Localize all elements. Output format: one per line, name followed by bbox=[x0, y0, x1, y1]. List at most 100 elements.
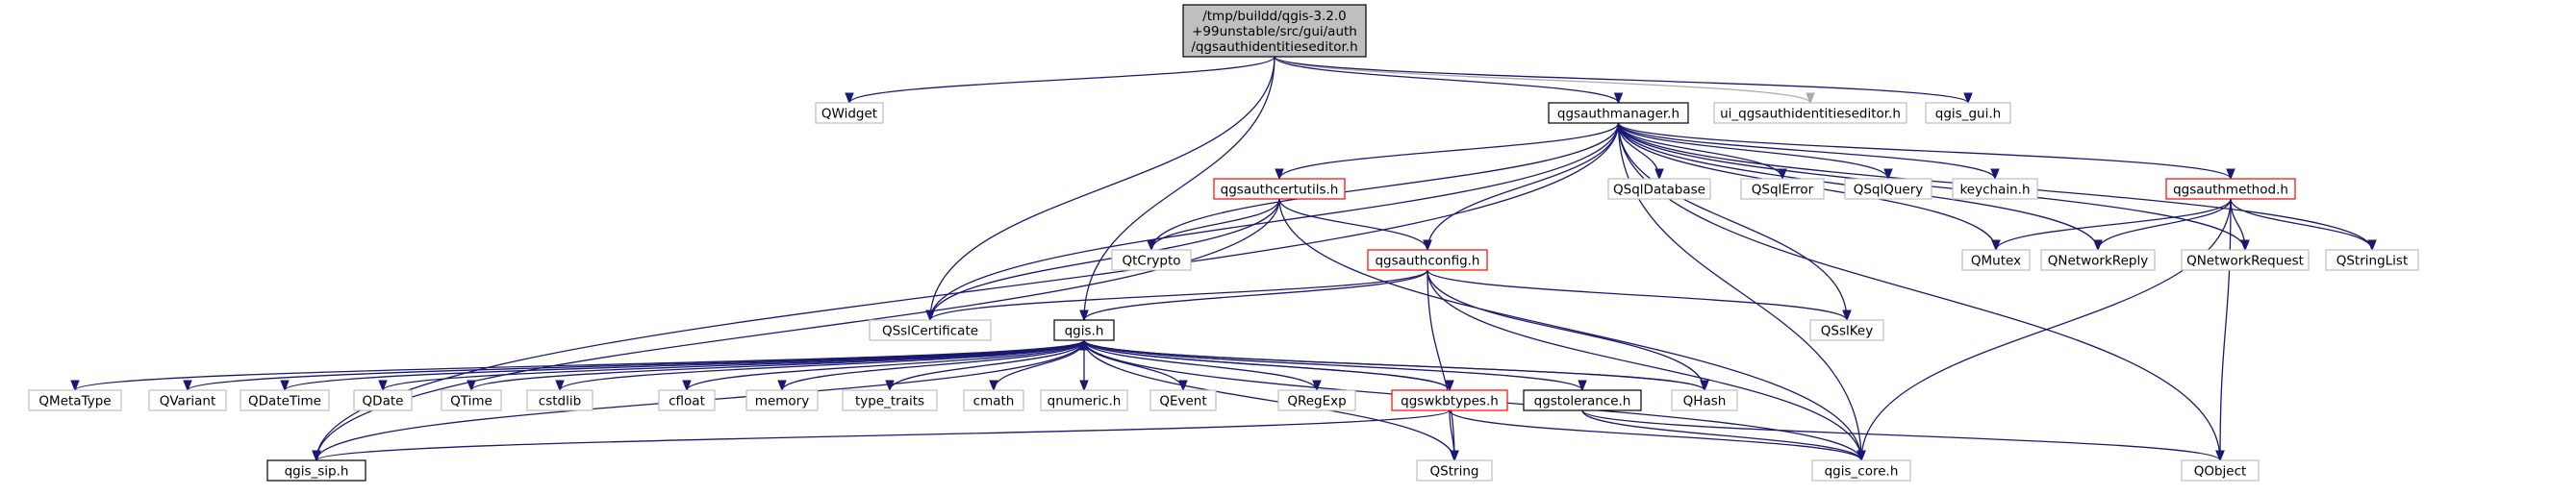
node-QString[interactable]: QString bbox=[1416, 459, 1493, 482]
node-QEvent-label: QEvent bbox=[1159, 394, 1206, 409]
edge-qgis-to-type_traits bbox=[890, 339, 1085, 391]
node-QSslKey[interactable]: QSslKey bbox=[1809, 319, 1884, 341]
node-QMetaType-box bbox=[28, 389, 122, 411]
node-qgis[interactable]: qgis.h bbox=[1053, 319, 1115, 341]
node-QDate-box bbox=[353, 389, 413, 411]
node-keychain-label: keychain.h bbox=[1959, 183, 2030, 198]
edge-qgsauthmanager-to-qgsauthconfig bbox=[1427, 122, 1620, 250]
node-qgis_core[interactable]: qgis_core.h bbox=[1811, 459, 1911, 482]
node-QStringList-label: QStringList bbox=[2336, 254, 2409, 269]
node-QEvent[interactable]: QEvent bbox=[1149, 389, 1217, 411]
node-QTime[interactable]: QTime bbox=[441, 389, 502, 411]
node-QDateTime[interactable]: QDateTime bbox=[240, 389, 330, 411]
edge-qgsauthmanager-to-qgsauthmethod bbox=[1617, 122, 2232, 180]
node-QRegExp-box bbox=[1277, 389, 1356, 411]
node-qgis_gui-label: qgis_gui.h bbox=[1935, 107, 2001, 122]
node-qgis_gui[interactable]: qgis_gui.h bbox=[1925, 102, 2011, 124]
node-cstdlib-label: cstdlib bbox=[539, 394, 581, 409]
node-qgis_sip[interactable]: qgis_sip.h bbox=[266, 459, 366, 482]
edge-qgis-to-QVariant bbox=[188, 339, 1085, 391]
node-QMutex[interactable]: QMutex bbox=[1961, 249, 2031, 271]
node-QNetworkReply[interactable]: QNetworkReply bbox=[2040, 249, 2156, 271]
node-QNetworkReply-label: QNetworkReply bbox=[2048, 254, 2148, 269]
node-cmath-label: cmath bbox=[973, 394, 1015, 409]
node-QMetaType-label: QMetaType bbox=[38, 394, 111, 409]
node-QSslCertificate-label: QSslCertificate bbox=[882, 324, 978, 339]
edge-qgis-to-qgstolerance bbox=[1083, 339, 1582, 391]
node-qgstolerance[interactable]: qgstolerance.h bbox=[1523, 389, 1642, 411]
node-QStringList-box bbox=[2325, 249, 2419, 271]
node-qgstolerance-box bbox=[1523, 389, 1642, 411]
node-QString-box bbox=[1416, 459, 1493, 482]
node-cmath[interactable]: cmath bbox=[963, 389, 1024, 411]
node-QtCrypto[interactable]: QtCrypto bbox=[1111, 249, 1192, 271]
node-qgsauthmethod-label: qgsauthmethod.h bbox=[2173, 183, 2288, 198]
node-memory[interactable]: memory bbox=[745, 389, 819, 411]
edge-qgswkbtypes-to-qgis_sip bbox=[316, 409, 1451, 461]
node-type_traits[interactable]: type_traits bbox=[842, 389, 938, 411]
node-QSqlDatabase[interactable]: QSqlDatabase bbox=[1607, 178, 1711, 200]
edge-qgsauthconfig-to-QHash bbox=[1427, 269, 1705, 390]
node-QSqlError-label: QSqlError bbox=[1752, 183, 1814, 198]
node-QSqlError[interactable]: QSqlError bbox=[1740, 178, 1825, 200]
node-qgis_gui-box bbox=[1925, 102, 2011, 124]
node-QSqlError-box bbox=[1740, 178, 1825, 200]
node-QSslKey-box bbox=[1809, 319, 1884, 341]
node-qgswkbtypes[interactable]: qgswkbtypes.h bbox=[1391, 389, 1508, 411]
node-ui_editor-box bbox=[1713, 102, 1907, 124]
edge-qgis-to-memory bbox=[782, 339, 1085, 391]
edge-qgsauthconfig-to-qgis_core bbox=[1427, 269, 1861, 460]
node-qgsauthcertutils-label: qgsauthcertutils.h bbox=[1221, 183, 1339, 198]
node-QStringList[interactable]: QStringList bbox=[2325, 249, 2419, 271]
node-cstdlib[interactable]: cstdlib bbox=[526, 389, 593, 411]
node-QDate[interactable]: QDate bbox=[353, 389, 413, 411]
node-QWidget-box bbox=[815, 102, 884, 124]
node-qgsauthcertutils[interactable]: qgsauthcertutils.h bbox=[1213, 178, 1346, 200]
node-QHash-label: QHash bbox=[1683, 394, 1727, 409]
node-qgsauthconfig-label: qgsauthconfig.h bbox=[1375, 254, 1479, 269]
node-qgsauthcertutils-box bbox=[1213, 178, 1346, 200]
node-qgis_core-box bbox=[1811, 459, 1911, 482]
node-QNetworkReply-box bbox=[2040, 249, 2156, 271]
node-QObject-label: QObject bbox=[2194, 464, 2247, 480]
node-cfloat[interactable]: cfloat bbox=[658, 389, 716, 411]
node-keychain[interactable]: keychain.h bbox=[1952, 178, 2038, 200]
node-QSqlQuery[interactable]: QSqlQuery bbox=[1844, 178, 1932, 200]
edge-qgstolerance-to-qgis_core bbox=[1581, 409, 1861, 461]
edge-qgsauthmanager-to-qgis_core bbox=[1617, 122, 1862, 460]
node-QObject[interactable]: QObject bbox=[2181, 459, 2260, 482]
node-QSslCertificate[interactable]: QSslCertificate bbox=[869, 319, 992, 341]
edge-qgsauthmanager-to-QSslKey bbox=[1617, 122, 1848, 320]
edge-qgsauthmanager-to-QSqlDatabase bbox=[1617, 122, 1660, 179]
edge-qgswkbtypes-to-QString bbox=[1449, 409, 1454, 460]
node-QtCrypto-label: QtCrypto bbox=[1122, 254, 1180, 269]
node-QRegExp[interactable]: QRegExp bbox=[1277, 389, 1356, 411]
node-qgsauthmanager[interactable]: qgsauthmanager.h bbox=[1548, 102, 1689, 124]
node-cstdlib-box bbox=[526, 389, 593, 411]
node-ui_editor[interactable]: ui_qgsauthidentitieseditor.h bbox=[1713, 102, 1907, 124]
node-qgsauthmanager-box bbox=[1548, 102, 1689, 124]
node-QHash[interactable]: QHash bbox=[1671, 389, 1738, 411]
node-QWidget[interactable]: QWidget bbox=[815, 102, 884, 124]
node-QDate-label: QDate bbox=[363, 394, 404, 409]
edge-qgis-to-QDateTime bbox=[285, 339, 1085, 391]
node-qgis_core-label: qgis_core.h bbox=[1825, 464, 1899, 480]
edge-qgsauthmethod-to-QNetworkRequest bbox=[2230, 198, 2245, 250]
edge-root-to-QWidget bbox=[849, 56, 1275, 104]
node-QtCrypto-box bbox=[1111, 249, 1192, 271]
node-QNetworkRequest[interactable]: QNetworkRequest bbox=[2181, 249, 2310, 271]
node-qnumeric[interactable]: qnumeric.h bbox=[1040, 389, 1128, 411]
node-QVariant[interactable]: QVariant bbox=[148, 389, 227, 411]
node-QMetaType[interactable]: QMetaType bbox=[28, 389, 122, 411]
node-memory-box bbox=[745, 389, 819, 411]
node-root[interactable]: /tmp/buildd/qgis-3.2.0+99unstable/src/gu… bbox=[1182, 4, 1367, 58]
node-qgis-box bbox=[1053, 319, 1115, 341]
node-QString-label: QString bbox=[1430, 464, 1479, 480]
node-qgsauthmethod[interactable]: qgsauthmethod.h bbox=[2165, 178, 2296, 200]
edge-QHash-to-qgis bbox=[1084, 339, 1705, 391]
edge-qgsauthcertutils-to-QtCrypto bbox=[1151, 198, 1280, 251]
edge-root-to-QSslCertificate bbox=[930, 56, 1275, 320]
node-qgsauthconfig[interactable]: qgsauthconfig.h bbox=[1367, 249, 1488, 271]
edge-root-to-qgsauthmanager bbox=[1274, 56, 1619, 104]
